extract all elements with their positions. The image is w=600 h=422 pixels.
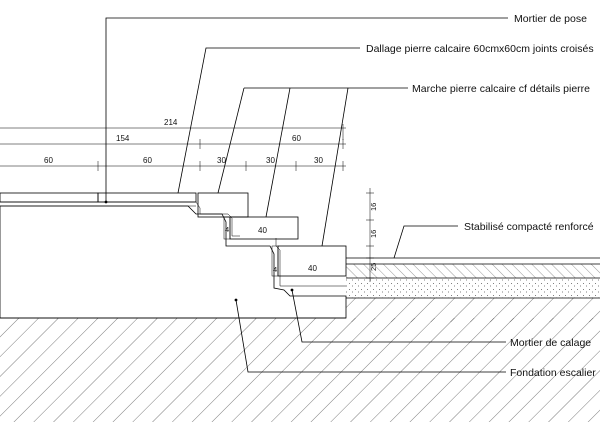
step-upper-side: 4 bbox=[225, 225, 229, 234]
stabilise-layers bbox=[346, 257, 600, 299]
label-mortier-pose: Mortier de pose bbox=[514, 13, 587, 25]
ground-soil bbox=[0, 298, 600, 422]
step-upper-depth: 40 bbox=[258, 226, 267, 235]
vertical-dimensions: 16 16 25 bbox=[366, 188, 378, 282]
label-fondation: Fondation escalier bbox=[510, 367, 596, 379]
dim-seg1: 60 bbox=[44, 156, 53, 165]
dim-seg5: 30 bbox=[314, 156, 323, 165]
label-stabilise: Stabilisé compacté renforcé bbox=[464, 221, 594, 233]
paving-slabs bbox=[0, 192, 197, 203]
step-dimensions: 40 40 4 4 bbox=[225, 225, 317, 274]
label-mortier-calage: Mortier de calage bbox=[510, 337, 591, 349]
dim-total: 214 bbox=[164, 118, 178, 127]
dim-seg3: 30 bbox=[217, 156, 226, 165]
step-lower bbox=[271, 245, 347, 277]
step-lower-depth: 40 bbox=[308, 264, 317, 273]
dim-layer: 25 bbox=[369, 263, 378, 271]
annotations: Mortier de pose Dallage pierre calcaire … bbox=[366, 13, 596, 379]
dimension-chains: 214 154 60 60 60 30 30 30 bbox=[0, 118, 346, 171]
step-upper bbox=[197, 192, 299, 240]
leader-lines bbox=[104, 17, 508, 373]
dim-seg2: 60 bbox=[143, 156, 152, 165]
mortar-bed bbox=[0, 201, 346, 287]
dim-partial: 154 bbox=[116, 134, 130, 143]
step-lower-side: 4 bbox=[273, 265, 277, 274]
label-dallage: Dallage pierre calcaire 60cmx60cm joints… bbox=[366, 43, 594, 55]
label-marche: Marche pierre calcaire cf détails pierre bbox=[412, 83, 590, 95]
dim-rise1: 16 bbox=[369, 203, 378, 211]
dim-right: 60 bbox=[292, 134, 301, 143]
dim-rise2: 16 bbox=[369, 230, 378, 238]
dim-seg4: 30 bbox=[266, 156, 275, 165]
